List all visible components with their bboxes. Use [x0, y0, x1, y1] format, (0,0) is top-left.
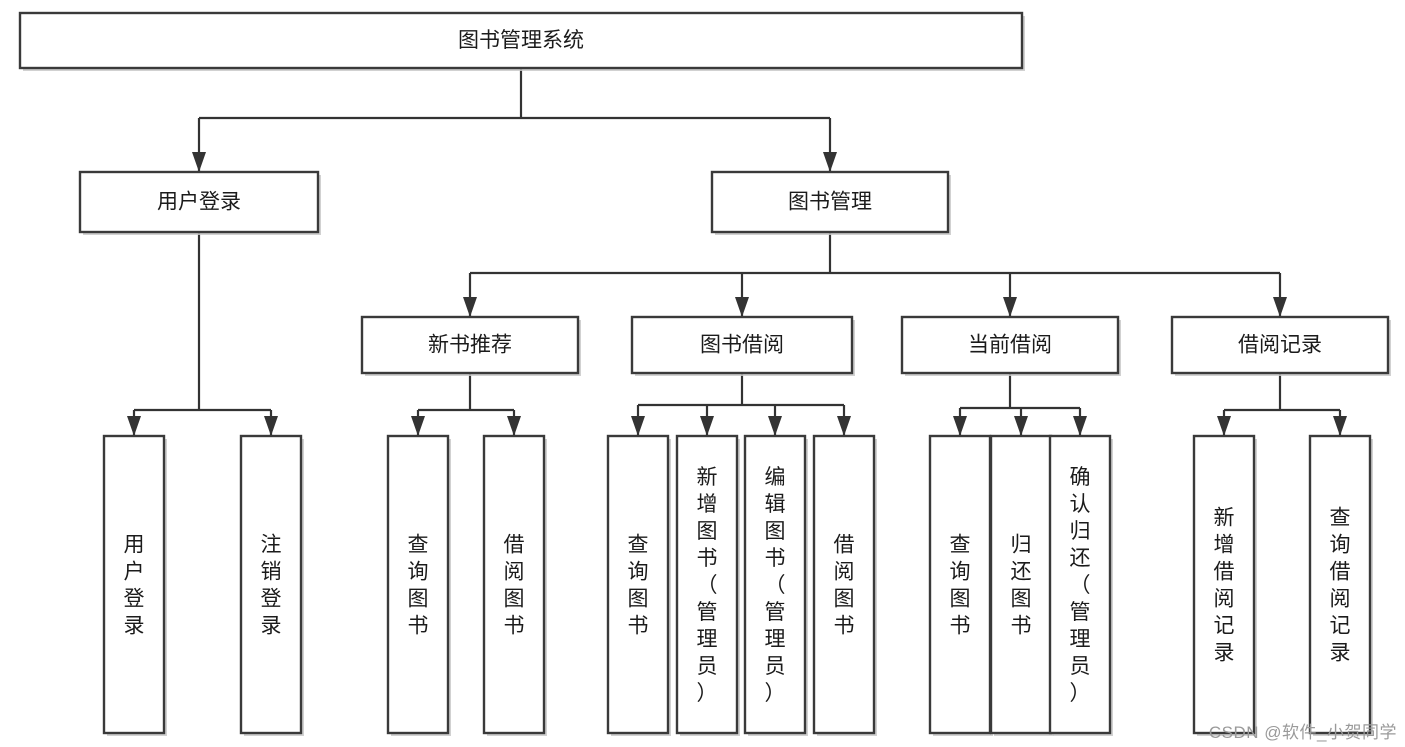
node-leaf-add-book[interactable]: 新增图书（管理员） [675, 434, 740, 736]
arrow-head-icon [768, 416, 782, 436]
node-label: 注销登录 [261, 534, 282, 638]
arrow-head-icon [1333, 416, 1347, 436]
arrow-head-icon [411, 416, 425, 436]
node-box [812, 434, 876, 735]
node-leaf-borrow-book-rec[interactable]: 借阅图书 [482, 434, 547, 736]
node-box [78, 170, 320, 234]
node-label: 查询借阅记录 [1330, 507, 1351, 665]
connector-layer [127, 68, 1347, 436]
node-label: 编辑图书（管理员） [765, 466, 786, 705]
arrow-head-icon [264, 416, 278, 436]
node-label: 借阅记录 [1238, 334, 1322, 357]
node-borrow-record[interactable]: 借阅记录 [1170, 315, 1391, 376]
arrow-head-icon [463, 297, 477, 317]
node-box [900, 315, 1120, 375]
node-leaf-user-login[interactable]: 用户登录 [102, 434, 167, 736]
node-label: 归还图书 [1011, 534, 1032, 638]
arrow-head-icon [1003, 297, 1017, 317]
node-box [1308, 434, 1372, 735]
node-new-book-rec[interactable]: 新书推荐 [360, 315, 581, 376]
node-label: 用户登录 [124, 534, 145, 638]
node-current-borrow[interactable]: 当前借阅 [900, 315, 1121, 376]
arrow-head-icon [700, 416, 714, 436]
node-box [18, 11, 1024, 70]
node-leaf-query-record[interactable]: 查询借阅记录 [1308, 434, 1373, 736]
node-box [239, 434, 303, 735]
node-box [1048, 434, 1112, 735]
arrow-head-icon [1273, 297, 1287, 317]
node-leaf-query-book-borrow[interactable]: 查询图书 [606, 434, 671, 736]
node-box [386, 434, 450, 735]
node-label: 新增借阅记录 [1214, 507, 1235, 665]
node-leaf-confirm-return[interactable]: 确认归还（管理员） [1048, 434, 1113, 736]
node-box [606, 434, 670, 735]
node-leaf-add-record[interactable]: 新增借阅记录 [1192, 434, 1257, 736]
arrow-head-icon [1073, 416, 1087, 436]
node-layer: 图书管理系统用户登录图书管理新书推荐图书借阅当前借阅借阅记录用户登录注销登录查询… [18, 11, 1391, 736]
node-label: 图书管理 [788, 191, 872, 214]
node-box [743, 434, 807, 735]
node-label: 当前借阅 [968, 334, 1052, 357]
csdn-watermark: CSDN @软件_小贺同学 [1208, 723, 1397, 742]
arrow-head-icon [735, 297, 749, 317]
node-box [710, 170, 950, 234]
node-label: 用户登录 [157, 191, 241, 214]
arrow-head-icon [507, 416, 521, 436]
node-box [102, 434, 166, 735]
arrow-head-icon [953, 416, 967, 436]
node-box [928, 434, 992, 735]
node-label: 借阅图书 [504, 534, 525, 638]
node-box [630, 315, 854, 375]
node-leaf-return-book[interactable]: 归还图书 [989, 434, 1054, 736]
arrow-head-icon [1014, 416, 1028, 436]
node-label: 查询图书 [408, 534, 429, 638]
node-book-manage[interactable]: 图书管理 [710, 170, 951, 235]
node-leaf-query-book-cur[interactable]: 查询图书 [928, 434, 993, 736]
arrow-head-icon [823, 152, 837, 172]
node-box [482, 434, 546, 735]
node-box [1192, 434, 1256, 735]
arrow-head-icon [1217, 416, 1231, 436]
node-root[interactable]: 图书管理系统 [18, 11, 1025, 71]
node-label: 借阅图书 [834, 534, 855, 638]
node-leaf-query-book-rec[interactable]: 查询图书 [386, 434, 451, 736]
arrow-head-icon [631, 416, 645, 436]
node-leaf-edit-book[interactable]: 编辑图书（管理员） [743, 434, 808, 736]
node-box [1170, 315, 1390, 375]
arrow-head-icon [192, 152, 206, 172]
arrow-head-icon [127, 416, 141, 436]
node-label: 新增图书（管理员） [697, 466, 718, 705]
node-user-login[interactable]: 用户登录 [78, 170, 321, 235]
node-label: 图书借阅 [700, 334, 784, 357]
node-book-borrow[interactable]: 图书借阅 [630, 315, 855, 376]
node-label: 新书推荐 [428, 334, 512, 357]
node-label: 查询图书 [950, 534, 971, 638]
node-box [675, 434, 739, 735]
arrow-head-icon [837, 416, 851, 436]
node-label: 图书管理系统 [458, 29, 584, 52]
node-leaf-logout[interactable]: 注销登录 [239, 434, 304, 736]
node-box [989, 434, 1053, 735]
node-label: 查询图书 [628, 534, 649, 638]
node-box [360, 315, 580, 375]
node-label: 确认归还（管理员） [1070, 466, 1091, 705]
node-leaf-borrow-book[interactable]: 借阅图书 [812, 434, 877, 736]
